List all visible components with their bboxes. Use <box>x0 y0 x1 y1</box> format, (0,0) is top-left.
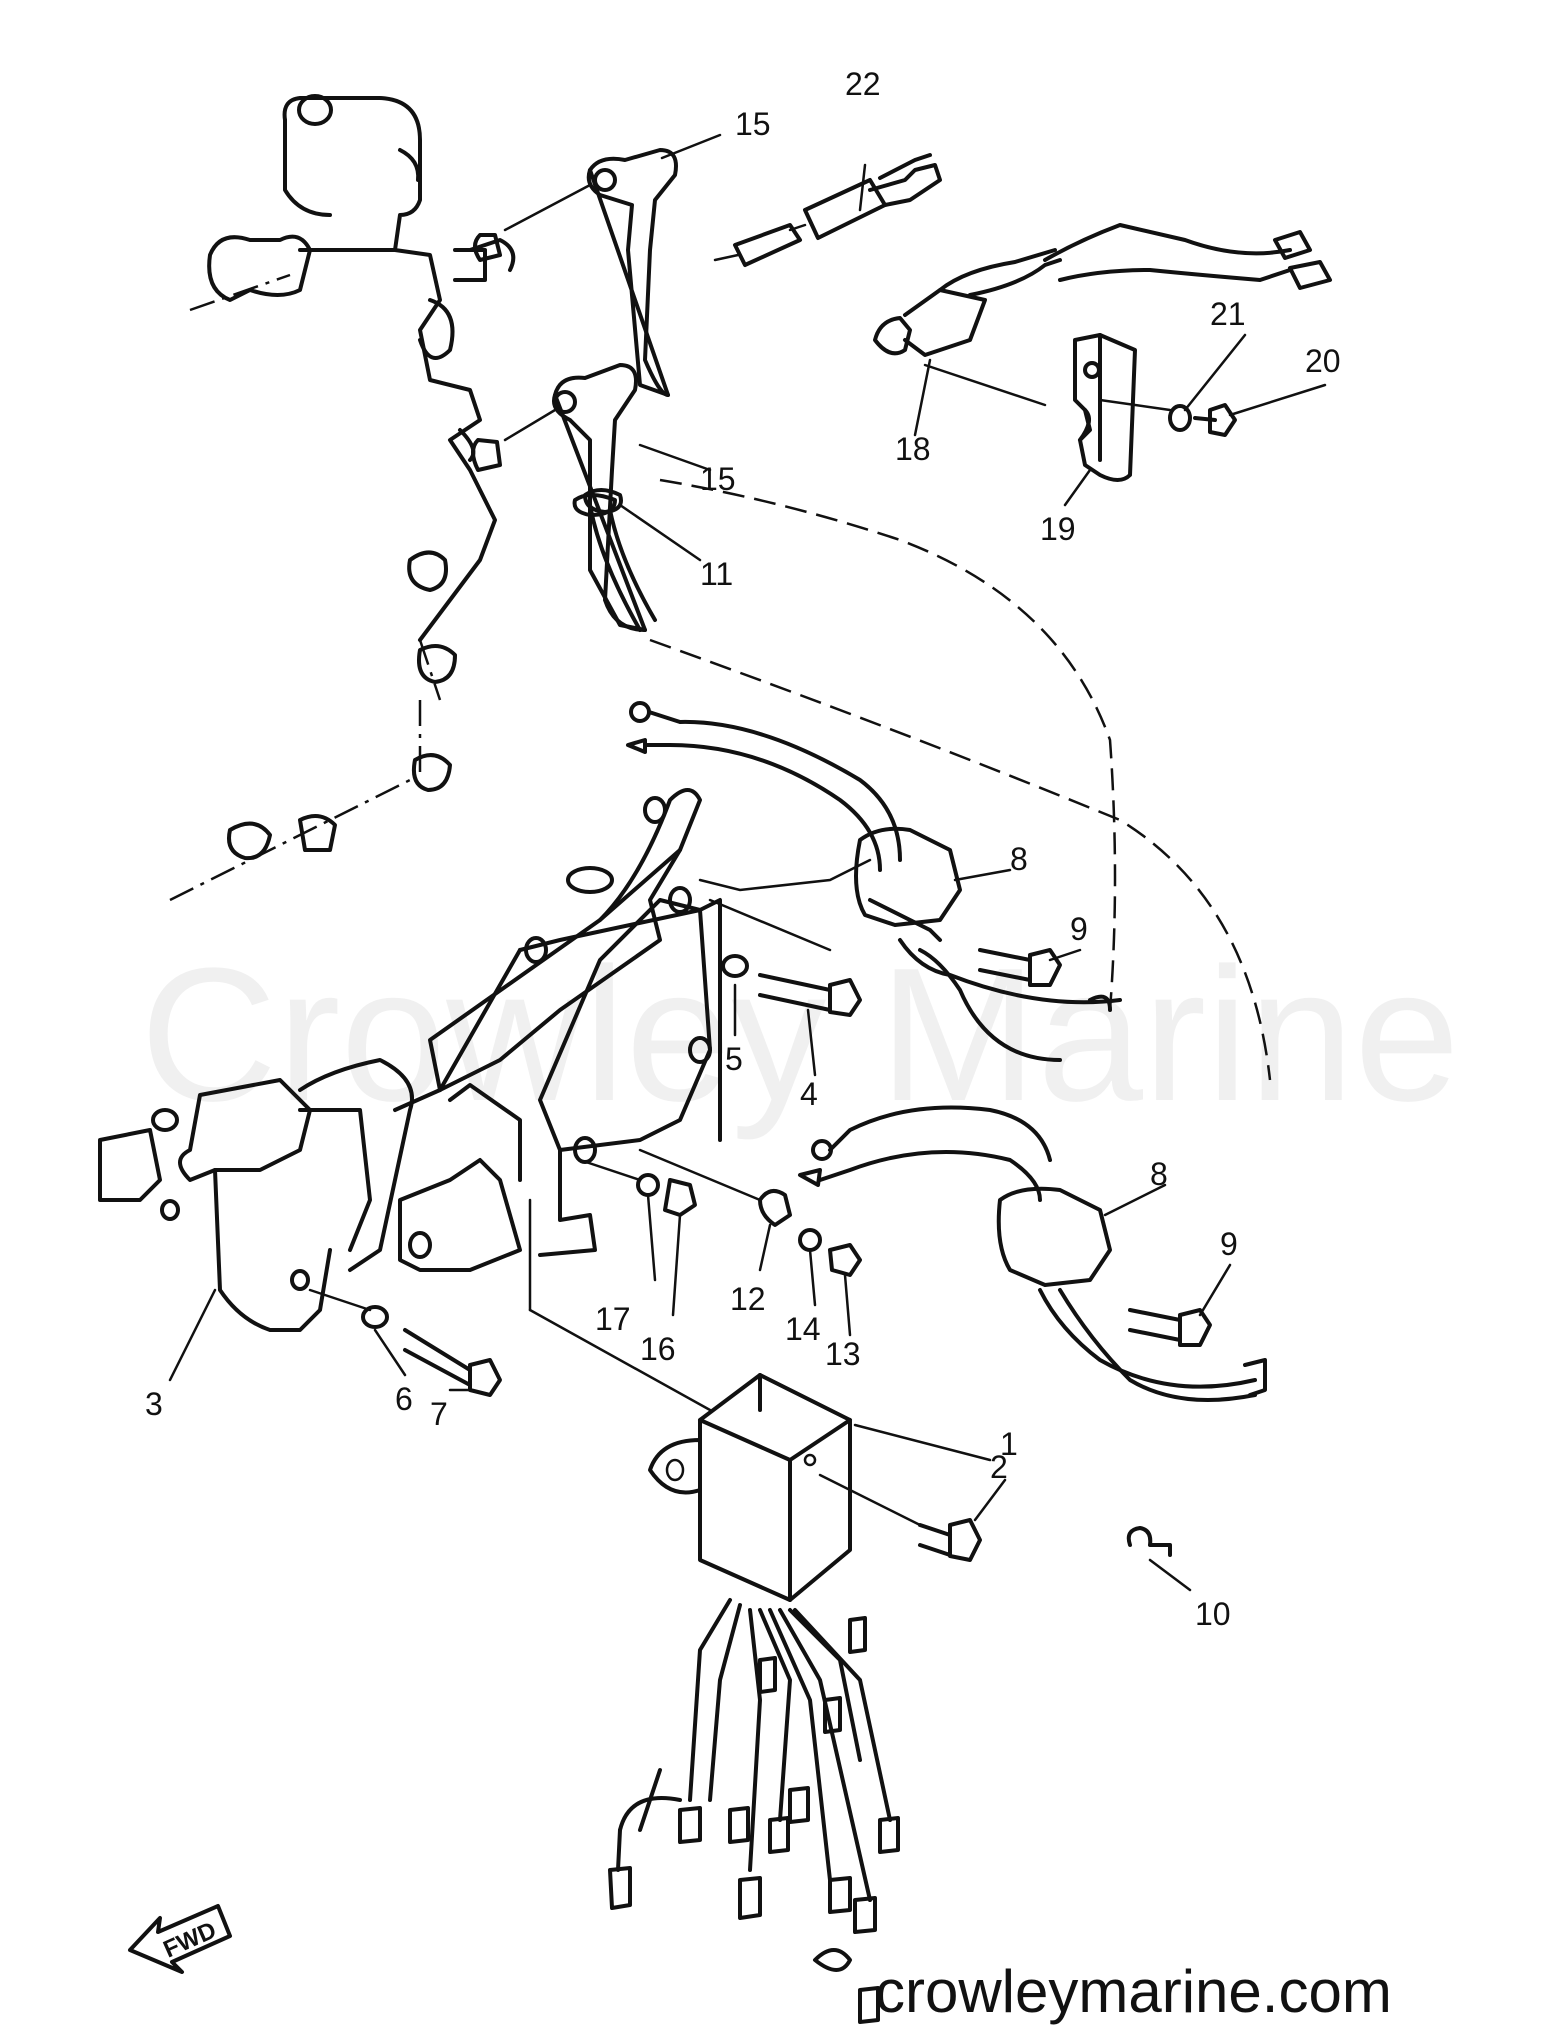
callout-20: 20 <box>1305 343 1341 379</box>
callout-10: 10 <box>1195 1596 1231 1632</box>
callout-15a: 15 <box>735 106 771 142</box>
callout-15b: 15 <box>700 461 736 497</box>
coil-bolt-lower <box>1128 1308 1212 1347</box>
switch-bracket <box>1073 333 1172 482</box>
fwd-label: FWD <box>159 1917 220 1964</box>
callout-4: 4 <box>800 1076 818 1112</box>
callout-6: 6 <box>395 1381 413 1417</box>
wire-route-2 <box>649 638 1272 1081</box>
ignition-coil-upper <box>626 701 1122 1062</box>
wire-route-1 <box>659 478 1117 1011</box>
cdi-unit <box>648 1373 922 1602</box>
bolt-and-washer-4-5 <box>721 954 862 1017</box>
callout-18: 18 <box>895 431 931 467</box>
callout-19: 19 <box>1040 511 1076 547</box>
ignition-mount-bracket <box>98 788 702 1332</box>
spark-plug-cap-upper <box>473 148 678 397</box>
washer-and-screw <box>1168 403 1237 437</box>
callout-5: 5 <box>725 1041 743 1077</box>
ignition-coil-lower <box>798 1105 1267 1402</box>
callout-3: 3 <box>145 1386 163 1422</box>
callout-1: 1 <box>1000 1426 1018 1462</box>
wire-clip <box>1126 1526 1192 1592</box>
callout-22: 22 <box>845 66 881 102</box>
cdi-wiring-harness <box>608 1598 900 2024</box>
callout-leaders <box>168 133 1327 1522</box>
engine-block-outline <box>169 94 516 902</box>
screw-and-washer-16-17 <box>578 1158 697 1217</box>
callout-9b: 9 <box>1220 1226 1238 1262</box>
callout-8b: 8 <box>1150 1156 1168 1192</box>
emergency-stop-switch <box>873 223 1332 407</box>
callout-12: 12 <box>730 1281 766 1317</box>
callout-17: 17 <box>595 1301 631 1337</box>
callout-7: 7 <box>430 1396 448 1432</box>
forward-direction-arrow: FWD <box>128 1904 232 1974</box>
callout-8a: 8 <box>1010 841 1028 877</box>
watermark-text: Crowley Marine <box>140 929 1460 1141</box>
grommet <box>583 488 657 632</box>
callout-13: 13 <box>825 1336 861 1372</box>
callout-2: 2 <box>990 1449 1008 1485</box>
coil-bolt-upper <box>978 948 1062 987</box>
callout-numbers: 1 2 3 4 5 6 7 8 8 9 9 10 11 12 13 14 15 … <box>145 66 1341 1632</box>
callout-16: 16 <box>640 1331 676 1367</box>
callout-9a: 9 <box>1070 911 1088 947</box>
bolt-and-washer-6-7 <box>308 1288 502 1397</box>
callout-21: 21 <box>1210 296 1246 332</box>
cdi-screw <box>918 1518 982 1562</box>
callout-11: 11 <box>700 556 733 592</box>
callout-14: 14 <box>785 1311 821 1347</box>
temperature-switch-connector <box>713 153 942 267</box>
website-link[interactable]: crowleymarine.com <box>875 1958 1392 2025</box>
